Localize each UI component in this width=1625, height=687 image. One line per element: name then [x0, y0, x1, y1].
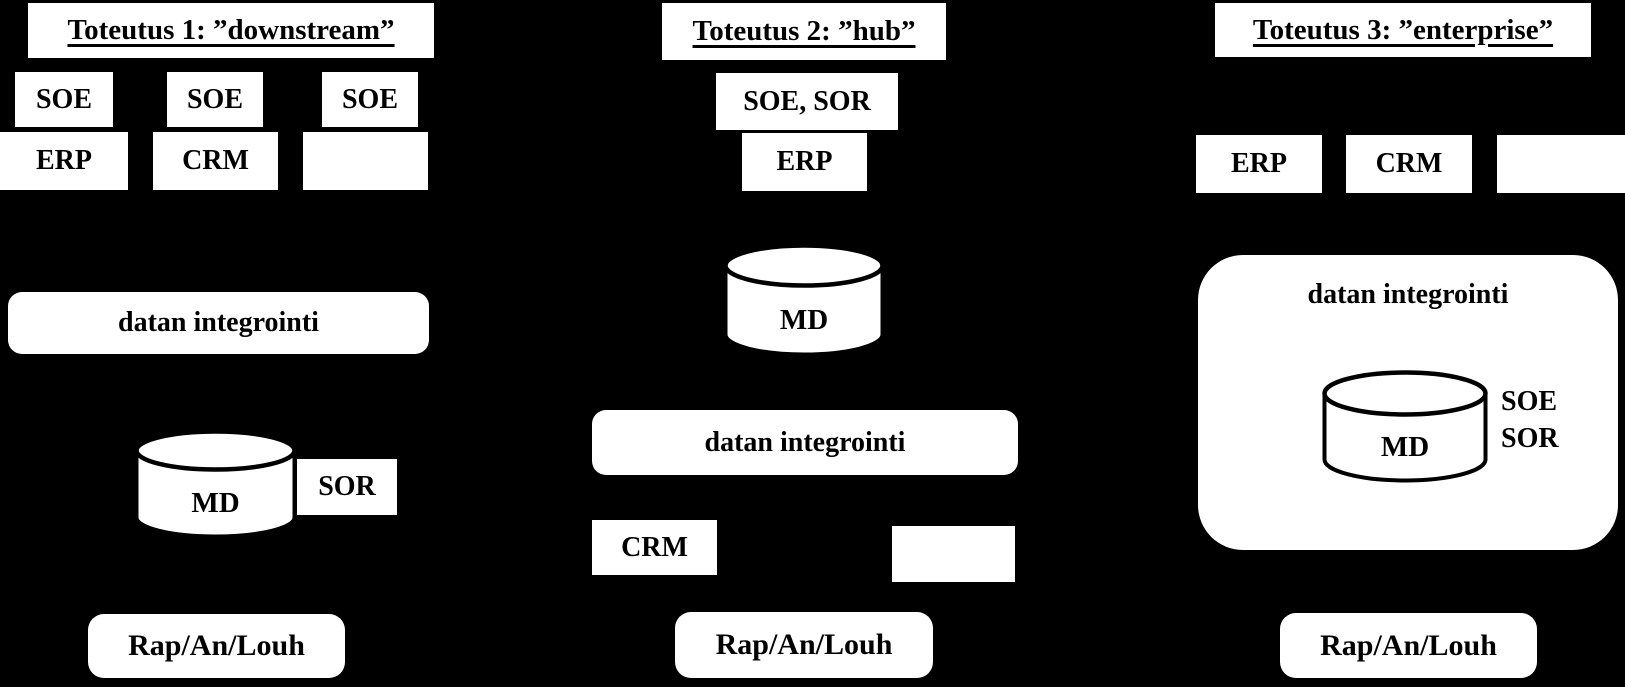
impl2-md-label: MD: [779, 303, 829, 336]
impl2-soe-sor-box: SOE, SOR: [716, 73, 898, 130]
impl1-reporting-box: Rap/An/Louh: [88, 614, 345, 678]
database-cylinder-icon: [723, 243, 885, 357]
impl3-title-box: Toteutus 3: ”enterprise”: [1215, 3, 1591, 57]
impl2-erp-box: ERP: [742, 133, 867, 191]
impl2-title-box: Toteutus 2: ”hub”: [662, 3, 946, 60]
impl1-crm-box: CRM: [153, 132, 278, 190]
impl3-crm-box: CRM: [1346, 135, 1472, 193]
impl3-reporting-box: Rap/An/Louh: [1280, 613, 1537, 678]
impl1-title-box: Toteutus 1: ”downstream”: [28, 3, 434, 58]
impl3-erp-box: ERP: [1196, 135, 1322, 193]
impl3-enterprise-container: datan integrointi MD SOE SOR: [1198, 255, 1618, 550]
impl1-master-data-cylinder: MD: [134, 429, 297, 539]
impl2-integration-box: datan integrointi: [592, 410, 1018, 475]
impl2-reporting-box: Rap/An/Louh: [675, 612, 933, 678]
impl3-master-data-cylinder: MD: [1322, 370, 1488, 483]
impl1-soe-box-1: SOE: [15, 72, 113, 127]
impl3-roles-label: SOE SOR: [1501, 383, 1559, 457]
impl2-master-data-cylinder: MD: [723, 243, 885, 357]
impl1-sor-box: SOR: [297, 459, 397, 515]
impl3-md-label: MD: [1380, 431, 1430, 463]
impl1-md-label: MD: [191, 486, 240, 519]
impl3-role-soe: SOE: [1501, 386, 1558, 417]
impl1-soe-box-3: SOE: [322, 72, 418, 127]
impl3-empty-system-box: [1497, 135, 1625, 193]
impl1-integration-box: datan integrointi: [8, 292, 429, 354]
impl3-role-sor: SOR: [1501, 423, 1559, 454]
impl1-soe-box-2: SOE: [167, 72, 263, 127]
impl3-integration-label: datan integrointi: [1307, 279, 1509, 310]
impl2-crm-box: CRM: [592, 520, 717, 575]
database-cylinder-icon: [1322, 370, 1488, 483]
impl2-empty-system-box: [892, 526, 1015, 582]
database-cylinder-icon: [134, 429, 297, 539]
impl1-empty-system-box: [303, 132, 428, 190]
impl1-erp-box: ERP: [0, 132, 128, 190]
